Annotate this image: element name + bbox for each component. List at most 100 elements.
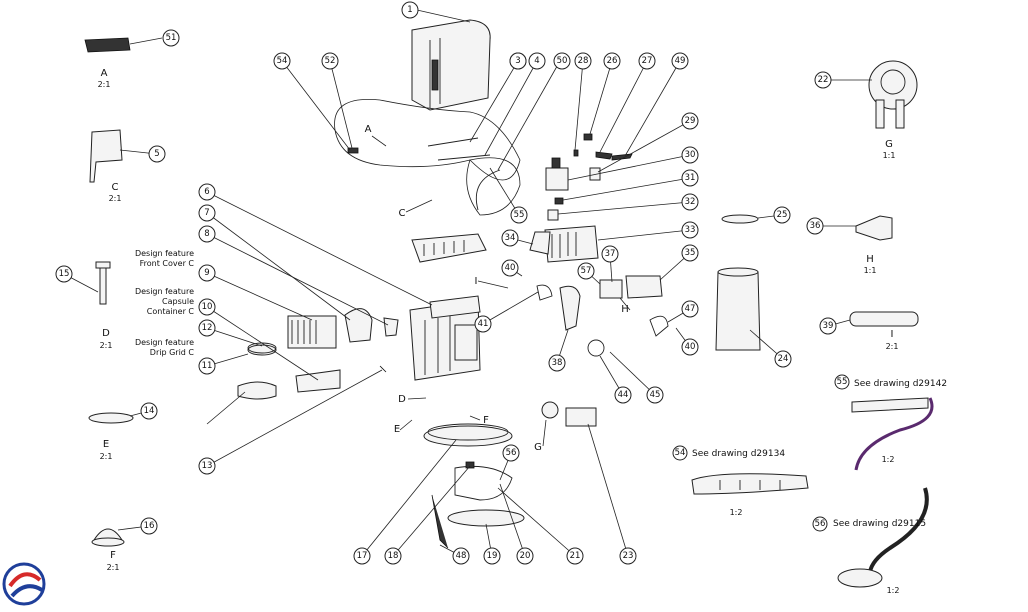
callout-circle [501, 229, 519, 247]
callout-45: 45 [646, 386, 664, 404]
detail-scale: 1:1 [883, 151, 896, 160]
callout-47: 47 [681, 300, 699, 318]
detail-letter: F [110, 550, 116, 561]
callout-number: 29 [685, 116, 696, 126]
callout-38: 38 [548, 354, 566, 372]
svg-text:See drawing d29134: See drawing d29134 [692, 449, 785, 459]
callout-circle [646, 386, 664, 404]
callout-16: 16 [140, 517, 158, 535]
callout-number: 5 [154, 149, 159, 159]
callout-circle [198, 183, 216, 201]
callout-37: 37 [601, 245, 619, 263]
detail-view-g-label: G 1:1 [883, 139, 896, 160]
callout-number: 47 [685, 304, 696, 314]
callout-11: 11 [198, 357, 216, 375]
callout-10: 10 [198, 298, 216, 316]
callout-number: 4 [534, 56, 539, 66]
callout-33: 33 [681, 221, 699, 239]
callout-circle [614, 386, 632, 404]
part-25-seal [721, 214, 759, 224]
callout-number: 19 [487, 551, 498, 561]
view-marker-a: A [365, 124, 372, 135]
part-35-valve [625, 275, 663, 299]
part-39-tube [849, 311, 919, 327]
callout-circle [516, 547, 534, 565]
callout-54: 54 [273, 52, 291, 70]
callout-56: 56 [812, 516, 828, 532]
callout-31: 31 [681, 169, 699, 187]
brand-logo [2, 562, 46, 606]
part-30-pump [545, 157, 569, 191]
part-7 [383, 317, 399, 337]
svg-text:Design feature: Design feature [135, 338, 194, 347]
callout-39: 39 [819, 317, 837, 335]
callout-1: 1 [401, 1, 419, 19]
view-marker-g: G [534, 442, 542, 453]
detail-letter: I [891, 329, 894, 340]
callout-19: 19 [483, 547, 501, 565]
svg-text:1:2: 1:2 [730, 508, 743, 517]
callout-3: 3 [509, 52, 527, 70]
callout-circle [148, 145, 166, 163]
callout-number: 26 [607, 56, 618, 66]
leader-lines [63, 9, 872, 557]
callout-number: 57 [581, 266, 592, 276]
callout-circle [509, 52, 527, 70]
part-18 [465, 461, 475, 469]
callout-number: 36 [810, 221, 821, 231]
callout-number: 54 [675, 448, 686, 458]
part-23-board [565, 407, 597, 427]
part-32 [547, 209, 559, 221]
part-1-front-cover [411, 19, 491, 111]
detail-scale: 1:1 [864, 266, 877, 275]
callout-number: 35 [685, 248, 696, 258]
svg-text:Drip Grid C: Drip Grid C [150, 348, 195, 357]
callout-circle [140, 402, 158, 420]
callout-7: 7 [198, 204, 216, 222]
part-main-body [409, 295, 481, 381]
callout-number: 56 [815, 519, 826, 529]
callout-12: 12 [198, 319, 216, 337]
callout-circle [198, 225, 216, 243]
callout-30: 30 [681, 146, 699, 164]
callout-circle [681, 221, 699, 239]
callout-number: 28 [578, 56, 589, 66]
part-13 [379, 365, 387, 373]
callout-circle [198, 319, 216, 337]
callout-number: 38 [552, 358, 563, 368]
svg-text:See drawing d29142: See drawing d29142 [854, 379, 947, 389]
part-52-small-pin [347, 147, 359, 154]
callout-number: 45 [650, 390, 661, 400]
part-47 [649, 315, 669, 337]
callout-circle [773, 206, 791, 224]
callout-number: 27 [642, 56, 653, 66]
callout-circle [834, 374, 850, 390]
detail-scale: 2:1 [100, 452, 113, 461]
callout-26: 26 [603, 52, 621, 70]
callout-13: 13 [198, 457, 216, 475]
callout-circle [806, 217, 824, 235]
callout-number: 55 [837, 377, 848, 387]
callout-circle [510, 206, 528, 224]
callout-35: 35 [681, 244, 699, 262]
svg-text:Design feature: Design feature [135, 287, 194, 296]
callout-circle [501, 259, 519, 277]
see-drawing-56: See drawing d29115 1:2 [833, 519, 926, 595]
view-marker-h: H [621, 304, 629, 315]
callout-number: 20 [520, 551, 531, 561]
callout-50: 50 [553, 52, 571, 70]
callout-40: 40 [501, 259, 519, 277]
callout-circle [548, 354, 566, 372]
part-54-group-outline [334, 98, 521, 181]
callout-number: 48 [456, 551, 467, 561]
view-marker-d: D [398, 394, 406, 405]
callout-circle [681, 146, 699, 164]
callout-6: 6 [198, 183, 216, 201]
callout-circle [819, 317, 837, 335]
detail-letter: E [103, 439, 109, 450]
detail-view-h-label: H 1:1 [864, 254, 877, 275]
callout-24: 24 [774, 350, 792, 368]
callout-number: 55 [514, 210, 525, 220]
callout-number: 7 [204, 208, 209, 218]
callout-circle [681, 193, 699, 211]
